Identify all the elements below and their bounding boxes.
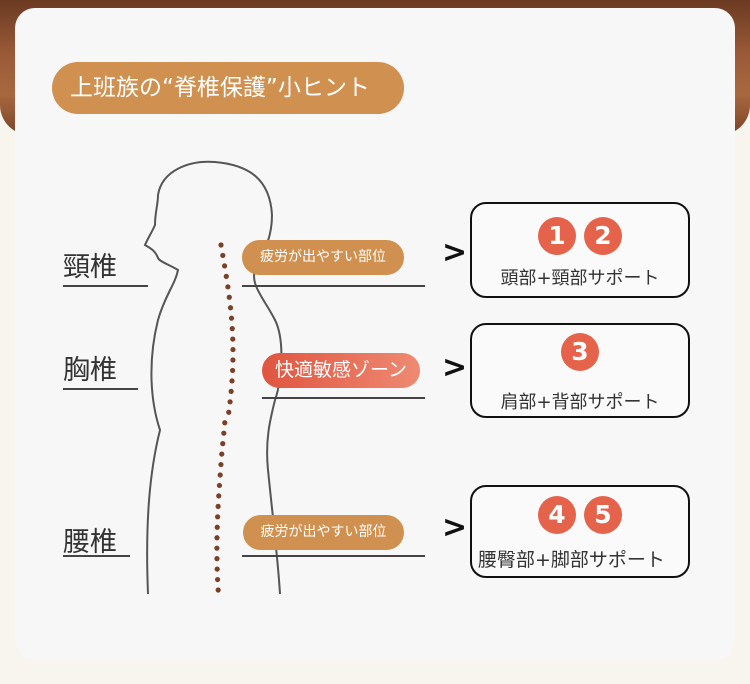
- number-badge: 2: [584, 217, 622, 255]
- support-box-waist: [470, 485, 690, 578]
- spine-dot: [214, 545, 220, 551]
- spine-dot: [219, 451, 225, 457]
- title-banner: 上班族の“脊椎保護”小ヒント: [52, 62, 404, 114]
- number-badge: 5: [584, 496, 622, 534]
- spine-dot: [214, 566, 220, 572]
- spine-dot: [221, 430, 227, 436]
- number-badge: 4: [538, 496, 576, 534]
- spine-dot: [218, 461, 224, 468]
- spine-dot: [229, 378, 235, 384]
- spine-dot: [218, 242, 224, 248]
- spine-dot: [223, 273, 229, 279]
- support-label: 肩部+背部サポート: [500, 392, 660, 413]
- number-badge: 1: [538, 217, 576, 255]
- spine-dot: [227, 305, 234, 311]
- spine-dot: [226, 409, 232, 415]
- support-label: 腰臀部+脚部サポート: [478, 549, 665, 571]
- spine-dot: [228, 315, 235, 321]
- tag-fatigue: 疲労が出やすい部位: [242, 240, 404, 275]
- spine-dot: [216, 493, 222, 499]
- tag-comfort: 快適敏感ゾーン: [262, 353, 420, 388]
- spine-dot: [225, 284, 231, 290]
- divider: [242, 555, 425, 557]
- spine-dot: [215, 514, 221, 520]
- spine-dot: [214, 535, 220, 541]
- spine-dot: [214, 524, 220, 530]
- spine-dot: [229, 326, 235, 332]
- divider: [63, 285, 148, 287]
- support-label: 頭部+頸部サポート: [500, 268, 660, 289]
- spine-dot: [220, 252, 226, 259]
- spine-dot: [221, 263, 228, 269]
- label-lumbar: 腰椎: [63, 527, 117, 558]
- spine-dot: [215, 503, 221, 509]
- support-box-head: [470, 202, 690, 298]
- spine-dot: [230, 336, 236, 342]
- spine-dot: [220, 441, 226, 447]
- spine-dot: [230, 367, 236, 374]
- divider: [262, 397, 425, 399]
- spine-dots: [214, 242, 236, 593]
- tag-fatigue: 疲労が出やすい部位: [243, 515, 404, 550]
- divider: [63, 555, 130, 557]
- chevron-right-icon: >: [442, 350, 468, 385]
- spine-dot: [214, 556, 220, 562]
- label-thoracic: 胸椎: [63, 355, 117, 386]
- chevron-right-icon: >: [442, 235, 468, 270]
- spine-dot: [230, 357, 236, 363]
- spine-dot: [217, 472, 223, 478]
- number-badge: 3: [561, 333, 599, 371]
- divider: [63, 388, 138, 390]
- spine-dot: [216, 482, 223, 489]
- spine-dot: [214, 576, 221, 583]
- spine-dot: [226, 294, 232, 300]
- divider: [242, 285, 425, 287]
- spine-dot: [228, 388, 234, 394]
- spine-dot: [227, 399, 233, 405]
- spine-dot: [222, 420, 228, 426]
- spine-dot: [230, 346, 236, 353]
- label-cervical: 頸椎: [63, 252, 117, 283]
- chevron-right-icon: >: [442, 510, 468, 545]
- spine-dot: [215, 587, 221, 593]
